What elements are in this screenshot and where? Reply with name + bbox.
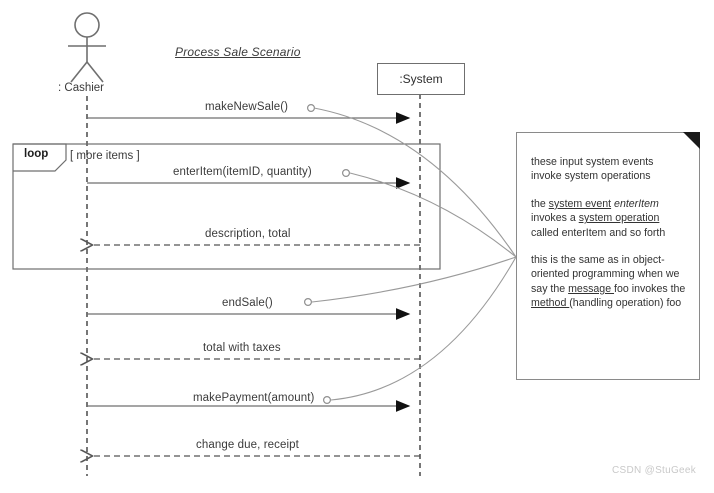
message-label-description-total: description, total [205,228,291,240]
message-label-makeNewSale: makeNewSale() [205,101,289,113]
message-label-enterItem: enterItem(itemID, quantity) [173,166,312,178]
note-paragraph: these input system events invoke system … [531,155,687,184]
note-text-segment: this is the same as in object-oriented p… [531,254,680,295]
note-text-segment: the [531,197,549,210]
note-paragraph: the system event enterItem invokes a sys… [531,197,687,240]
page-title: Process Sale Scenario [175,45,301,59]
loop-fragment-frame [12,143,441,270]
message-label-total-with-taxes: total with taxes [203,342,281,354]
loop-operator-label: loop [24,148,49,160]
note-text-segment: system event [548,197,612,210]
note-anchor-makeNewSale [307,103,316,112]
participant-system-label: :System [399,72,443,86]
note-anchor-endSale [304,298,313,307]
note-connector-lines [311,107,517,401]
participant-system-box[interactable]: :System [377,63,465,95]
note-text-segment: called enterItem and so forth [531,226,666,239]
stick-figure-actor-icon [68,12,106,83]
note-anchor-enterItem [342,169,351,178]
note-text: these input system events invoke system … [531,155,687,324]
note-anchor-makePayment [323,396,332,405]
message-arrows [87,112,420,456]
message-label-makePayment: makePayment(amount) [193,392,315,404]
watermark-label: CSDN @StuGeek [612,465,697,476]
note-paragraph: this is the same as in object-oriented p… [531,253,687,311]
note-anchor-points [304,103,351,405]
note-text-segment: foo invokes the [614,282,686,295]
note-text-segment: enterItem [614,197,659,210]
note-folded-corner-icon [683,132,700,149]
actor-label: : Cashier [58,82,105,94]
note-box: these input system events invoke system … [516,132,700,380]
note-text-segment: system operation [578,212,660,225]
note-text-segment: message [568,282,615,295]
loop-guard-label: [ more items ] [70,150,140,162]
note-text-segment: (handling operation) foo [569,297,682,310]
message-label-endSale: endSale() [222,297,273,309]
note-text-segment: these input system events invoke system … [531,156,654,183]
message-label-change-due-receipt: change due, receipt [196,439,299,451]
note-text-segment: invokes a [531,212,579,225]
note-text-segment: method [531,297,570,310]
